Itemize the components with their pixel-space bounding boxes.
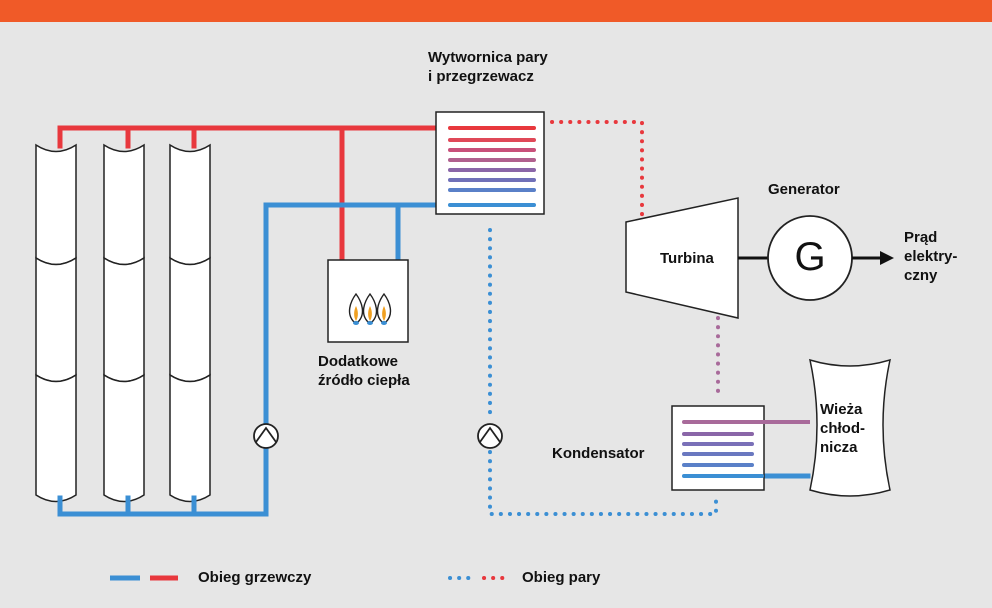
flame-icon: [348, 292, 392, 323]
aux-heat-label: Dodatkowe źródło ciepła: [318, 353, 410, 389]
generator-label: Generator: [768, 181, 840, 198]
cooling-tower: [808, 358, 892, 497]
turbine: [625, 197, 768, 319]
generator: [767, 215, 894, 301]
legend-heating-loop: Obieg grzewczy: [198, 569, 312, 586]
pump-icon: [477, 423, 503, 449]
top-header-bar: [0, 0, 992, 22]
auxiliary-heat-source: [327, 259, 409, 343]
collector-column-2: [103, 143, 145, 503]
steam-generator-label: Wytwornica pary i przegrzewacz: [428, 49, 548, 85]
collector-column-3: [169, 143, 211, 503]
legend-steam-loop: Obieg pary: [522, 569, 601, 586]
electric-output-label: Prąd elektry- czny: [904, 229, 958, 284]
turbine-label: Turbina: [660, 250, 714, 267]
steam-pipes-hot: [550, 120, 644, 220]
condenser-label: Kondensator: [552, 445, 645, 462]
solar-collectors: [35, 143, 211, 503]
steam-pipes-cold: [488, 228, 718, 516]
generator-symbol: G: [794, 235, 826, 279]
pump-icon: [253, 423, 279, 449]
cooling-tower-label: Wieża chłod- nicza: [820, 401, 865, 456]
arrow-right-icon: [880, 251, 894, 265]
steam-generator: [435, 111, 545, 215]
hot-pipes: [57, 125, 439, 263]
cold-pipes: [57, 202, 811, 517]
condenser: [671, 405, 810, 491]
collector-column-1: [35, 143, 77, 503]
